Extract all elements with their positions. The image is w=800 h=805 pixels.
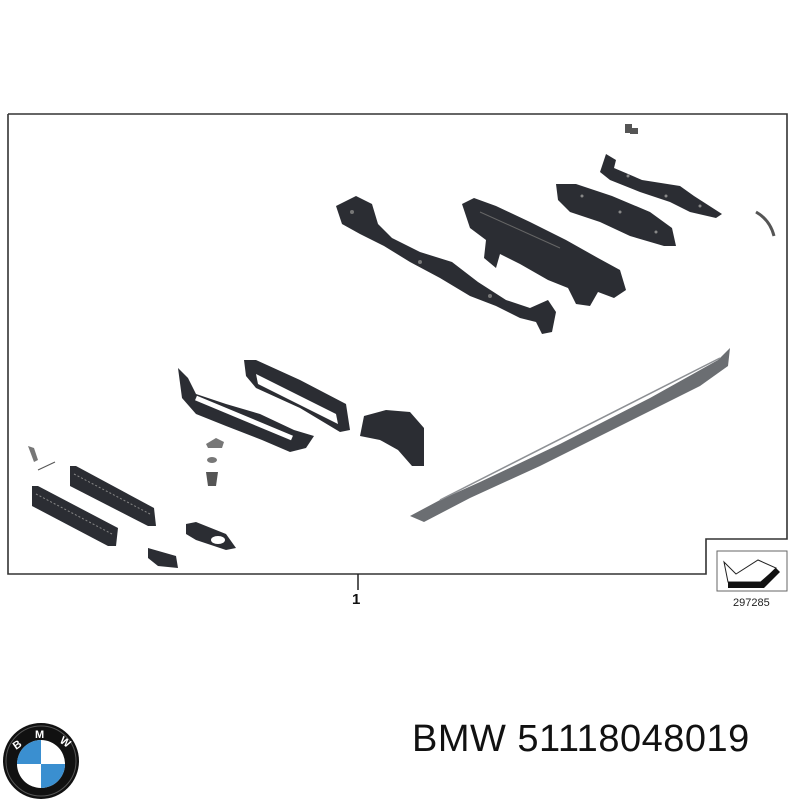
carrier-center-part bbox=[462, 198, 626, 306]
svg-text:M: M bbox=[35, 729, 44, 741]
small-clips-part bbox=[206, 438, 224, 486]
clip-top-part bbox=[625, 124, 638, 134]
reference-icon bbox=[716, 550, 788, 592]
side-skirt-part bbox=[410, 348, 730, 522]
tow-cover-part bbox=[28, 446, 56, 471]
plate-bracket-part bbox=[148, 548, 178, 568]
air-duct-frame-part bbox=[244, 360, 350, 432]
fog-grille-part bbox=[186, 522, 236, 550]
bmw-logo-icon: B M W bbox=[3, 723, 79, 799]
reference-code: 297285 bbox=[733, 597, 770, 609]
part-number-caption: BMW 51118048019 bbox=[412, 718, 750, 760]
diagram-frame bbox=[7, 113, 788, 575]
air-guide-part bbox=[360, 410, 424, 466]
underbody-panel-part bbox=[556, 184, 676, 246]
side-trim-part bbox=[600, 154, 722, 218]
callout-number: 1 bbox=[352, 591, 361, 608]
hook-clip-part bbox=[755, 210, 776, 237]
grille-left-part bbox=[32, 486, 118, 546]
grille-right-part bbox=[70, 466, 156, 526]
carrier-left-part bbox=[336, 196, 556, 334]
grille-frame-part bbox=[178, 368, 314, 452]
